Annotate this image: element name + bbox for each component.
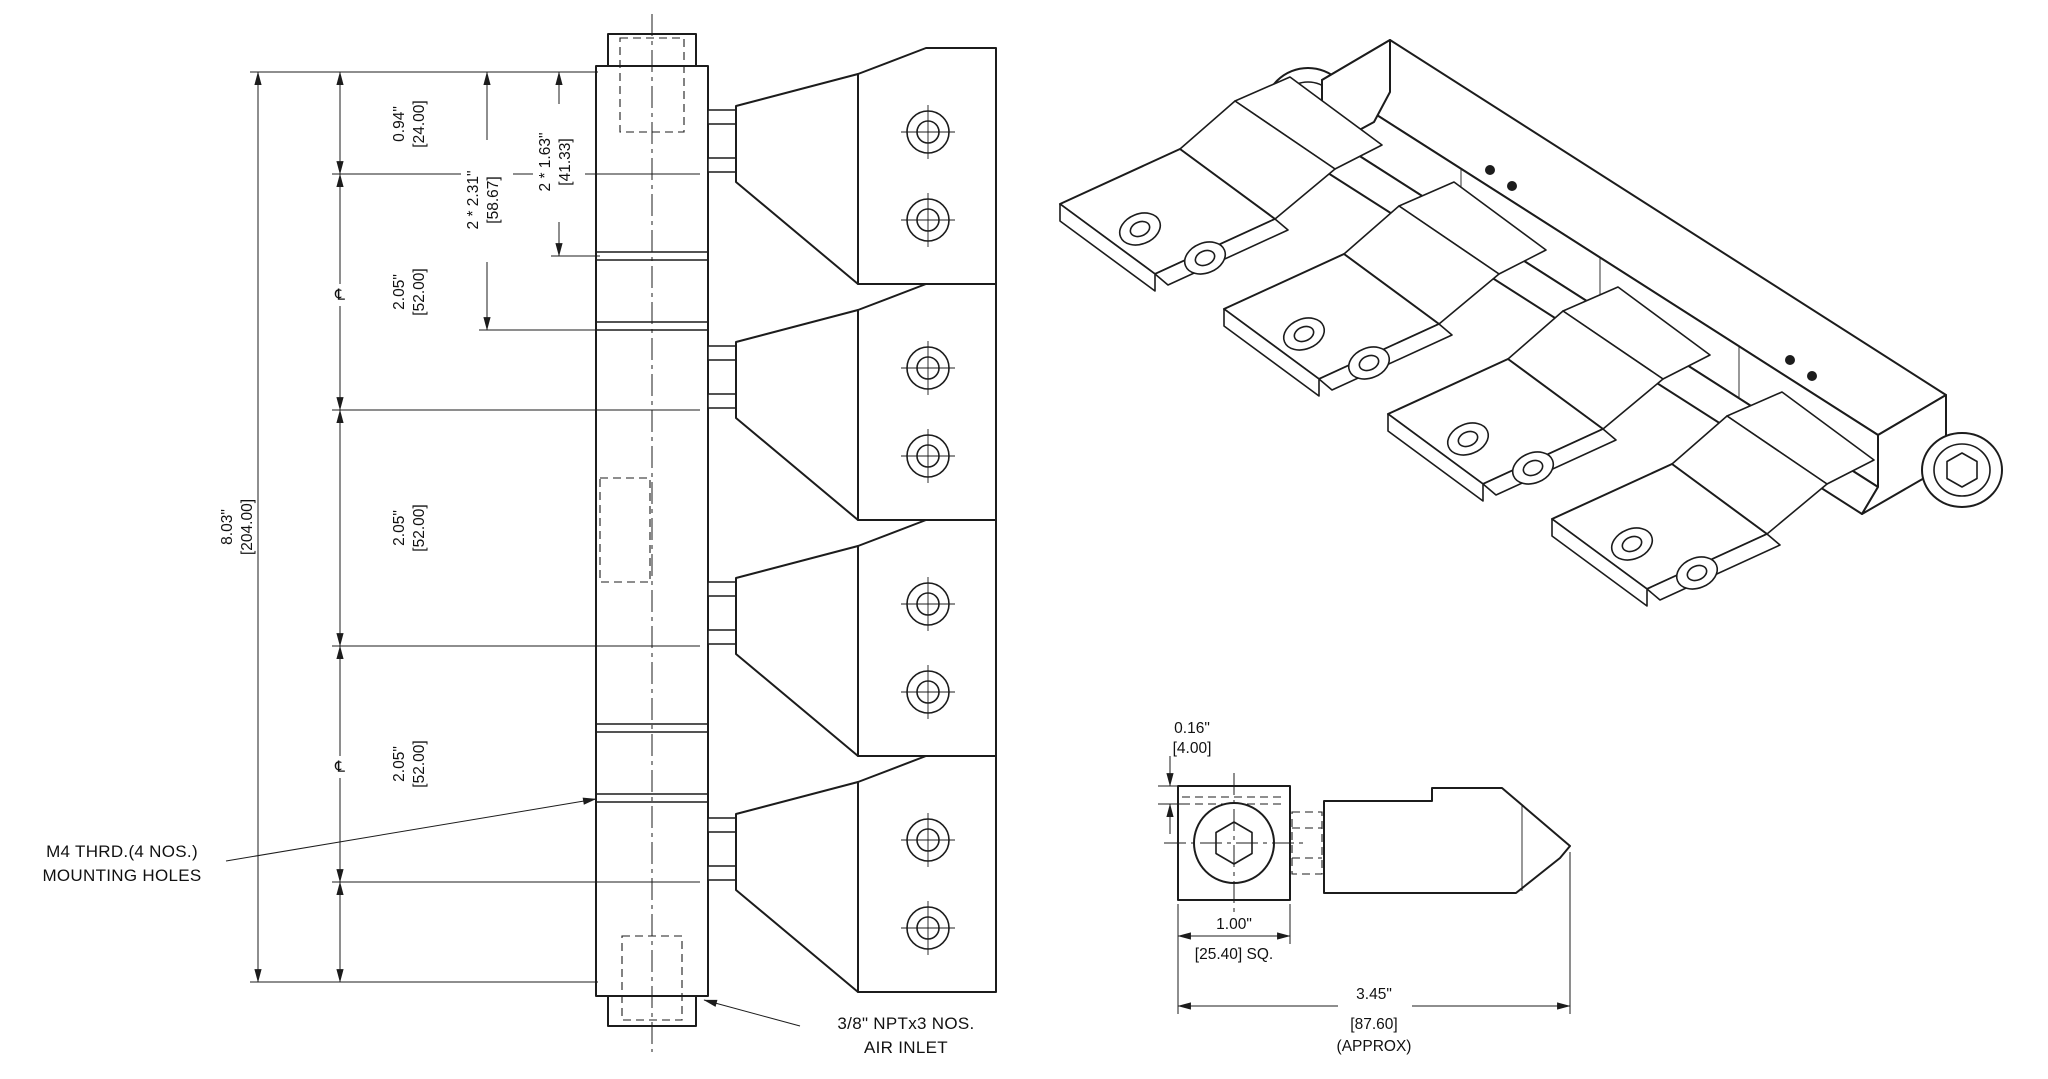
dim-top-offset-mm: [24.00] — [411, 100, 428, 147]
detail-hidden-connection — [1291, 811, 1323, 875]
dim-offset-mm: [4.00] — [1173, 740, 1212, 757]
dim-pitch3-mm: [52.00] — [411, 740, 428, 787]
mounting-note-line2: MOUNTING HOLES — [42, 866, 201, 885]
dimension-texts: 8.03" [204.00] 0.94" [24.00] 2.05" [52.0… — [219, 100, 574, 787]
nozzle-3 — [707, 519, 997, 757]
air-inlet-note-line2: AIR INLET — [864, 1038, 948, 1057]
nozzle-2 — [707, 283, 997, 521]
dim-pitch3-in: 2.05" — [391, 746, 408, 782]
mounting-note-line1: M4 THRD.(4 NOS.) — [46, 842, 198, 861]
iso-right-boss — [1921, 432, 2003, 508]
centerline-symbol-1: ℄ — [334, 287, 346, 304]
centerline-symbol-2: ℄ — [334, 759, 346, 776]
nozzle-1 — [707, 47, 997, 285]
leader-notes: M4 THRD.(4 NOS.) MOUNTING HOLES 3/8" NPT… — [42, 797, 974, 1057]
mounting-leader-line — [225, 797, 597, 862]
dim-pitch1-in: 2.05" — [391, 274, 408, 310]
dim-top-offset-in: 0.94" — [391, 106, 408, 142]
dim-length-note: (APPROX) — [1337, 1038, 1412, 1055]
extension-lines — [250, 71, 700, 983]
air-inlet-leader-line — [703, 999, 801, 1027]
iso-mounting-holes — [1485, 165, 1817, 381]
dim-pair163-in: 2 * 1.63" — [537, 133, 554, 192]
isometric-view — [1059, 39, 2003, 607]
detail-dimensions: 0.16" [4.00] 1.00" [25.40] SQ. 3.45" [87… — [1158, 720, 1571, 1055]
dim-length-mm: [87.60] — [1350, 1016, 1397, 1033]
dim-pair163-mm: [41.33] — [557, 138, 574, 185]
hex-socket-icon — [1946, 452, 1978, 488]
air-inlet-note-line1: 3/8" NPTx3 NOS. — [837, 1014, 974, 1033]
dim-pair231-in: 2 * 2.31" — [465, 171, 482, 230]
detail-nozzle-profile — [1323, 787, 1571, 894]
dim-pitch2-in: 2.05" — [391, 510, 408, 546]
dim-pitch2-mm: [52.00] — [411, 504, 428, 551]
nozzle-4 — [707, 755, 997, 993]
detail-view: 0.16" [4.00] 1.00" [25.40] SQ. 3.45" [87… — [1158, 720, 1571, 1055]
manifold-body — [595, 14, 709, 1052]
dim-pair231-mm: [58.67] — [485, 176, 502, 223]
dim-overall-mm: [204.00] — [239, 499, 256, 555]
dim-square-mm: [25.40] SQ. — [1195, 946, 1273, 963]
dim-length-in: 3.45" — [1356, 986, 1392, 1003]
detail-square-body — [1164, 773, 1308, 914]
dim-overall-in: 8.03" — [219, 509, 236, 545]
dim-pitch1-mm: [52.00] — [411, 268, 428, 315]
front-view: 8.03" [204.00] 0.94" [24.00] 2.05" [52.0… — [42, 14, 997, 1057]
dim-offset-in: 0.16" — [1174, 720, 1210, 737]
dimension-lines — [254, 71, 563, 983]
dim-square-in: 1.00" — [1216, 916, 1252, 933]
